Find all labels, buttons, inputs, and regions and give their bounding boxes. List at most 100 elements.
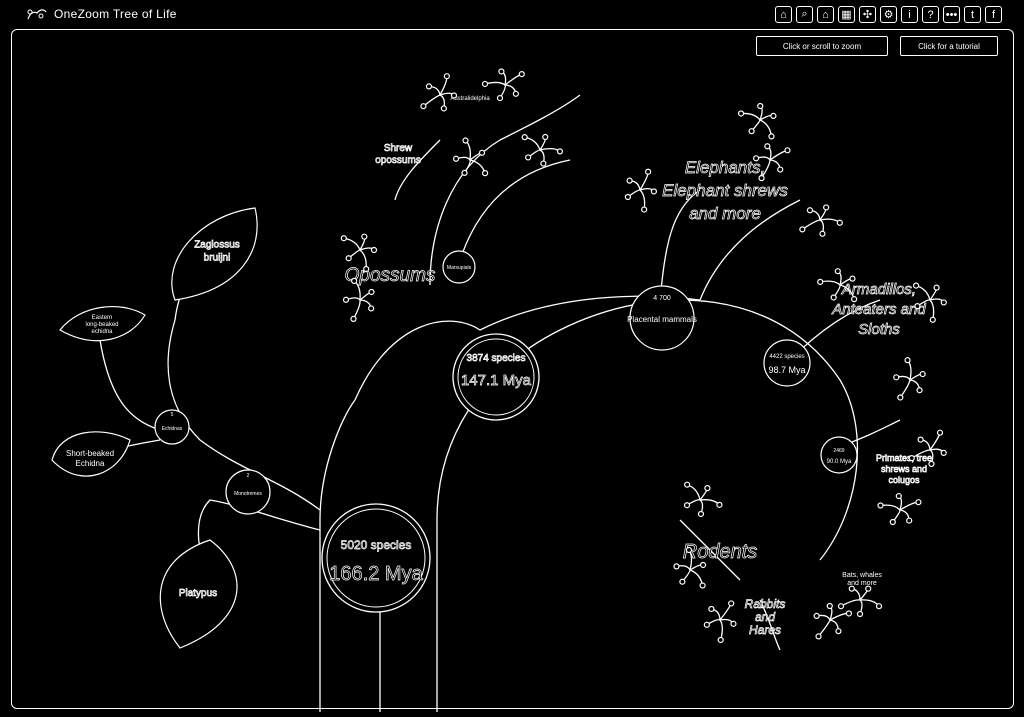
rodents-label[interactable]: Rodents	[682, 541, 758, 564]
more-icon[interactable]: •••	[943, 6, 960, 23]
home-icon[interactable]: ⌂	[775, 6, 792, 23]
root-node-inner-ring	[326, 508, 426, 608]
echidna-node[interactable]	[154, 409, 190, 445]
twig-leaf	[917, 436, 924, 443]
twig-leaf	[521, 134, 528, 141]
glires-node[interactable]	[820, 436, 858, 474]
twig-leaf	[865, 585, 872, 592]
twig-leaf	[916, 387, 923, 394]
glires-count: 2469	[833, 448, 844, 454]
twig-leaf	[717, 636, 724, 644]
grid-icon[interactable]: ▦	[838, 6, 855, 23]
toolbar-icons: ⌂ ⌕ ⌂ ▦ ✣ ⚙ i ? ••• t f	[775, 6, 1002, 23]
tree-viewport[interactable]	[11, 29, 1014, 709]
twig-leaf	[512, 90, 519, 97]
top-bar: OneZoom Tree of Life ⌂ ⌕ ⌂ ▦ ✣ ⚙ i ? •••…	[0, 0, 1024, 30]
twig-leaf	[425, 83, 433, 90]
afrotheria-stem-2	[699, 199, 801, 301]
app-logo[interactable]: OneZoom Tree of Life	[26, 7, 177, 21]
opossums-label[interactable]: Opossums	[344, 265, 436, 287]
info-icon[interactable]: i	[901, 6, 918, 23]
marsupial-label: Marsupials	[447, 265, 472, 271]
short-beaked-leaf[interactable]	[51, 431, 131, 477]
facebook-icon[interactable]: f	[985, 6, 1002, 23]
twig-leaf	[777, 166, 784, 173]
tutorial-hint[interactable]: Click for a tutorial	[900, 36, 998, 56]
twig-leaf	[368, 288, 375, 296]
twig-leaf	[813, 612, 820, 620]
root-age: 166.2 Mya	[329, 563, 423, 585]
twig-leaf	[915, 499, 922, 506]
search-icon[interactable]: ⌕	[796, 6, 813, 23]
platypus-leaf[interactable]	[159, 539, 238, 649]
placental-count: 4 700	[653, 295, 671, 302]
twig-leaf	[904, 357, 911, 364]
label-line: Zaglossus	[194, 240, 240, 251]
twig-leaf	[498, 68, 505, 75]
zoom-hint[interactable]: Click or scroll to zoom	[756, 36, 888, 56]
monotreme-node[interactable]	[225, 469, 271, 515]
twig-leaf	[716, 501, 723, 508]
subtree-clusters	[340, 68, 947, 644]
settings-icon[interactable]: ⚙	[880, 6, 897, 23]
placental-node[interactable]	[629, 285, 695, 351]
label-line: Rabbits	[745, 597, 786, 611]
twig-leaf	[452, 155, 460, 162]
label-line: Sloths	[858, 321, 900, 338]
help-icon[interactable]: ?	[922, 6, 939, 23]
twig-leaf	[737, 110, 745, 117]
long-beaked-leaf[interactable]	[59, 305, 146, 342]
label-line: Opossums	[345, 265, 436, 286]
twig-leaf	[936, 429, 944, 436]
twig-leaf	[849, 275, 856, 282]
label-line: Platypus	[179, 588, 217, 599]
label-line: Armadillos,	[841, 281, 916, 298]
twig-leaf	[462, 137, 469, 144]
twig-leaf	[929, 316, 936, 323]
twig-leaf	[525, 154, 532, 161]
twig-leaf	[679, 578, 686, 585]
echidna-count: 5	[171, 412, 174, 418]
twig-leaf	[933, 284, 940, 291]
theria-branch	[354, 295, 701, 401]
twig-leaf	[826, 602, 833, 610]
twig-leaf	[345, 255, 352, 262]
twig-leaf	[708, 605, 715, 613]
xenarthra-species: 4422 species	[769, 354, 804, 360]
twig-leaf	[481, 80, 489, 88]
twig-leaf	[496, 94, 504, 102]
zaglossus-leaf[interactable]	[171, 207, 258, 301]
twig-leaf	[650, 188, 658, 195]
label-line: Elephants,	[685, 158, 765, 177]
twig-leaf	[363, 265, 370, 273]
puzzle-icon[interactable]: ✣	[859, 6, 876, 23]
label-line: and	[755, 610, 775, 624]
marsupial-node[interactable]	[442, 250, 476, 284]
twig-leaf	[817, 278, 824, 285]
house-icon[interactable]: ⌂	[817, 6, 834, 23]
theria-node[interactable]	[452, 333, 540, 421]
xenarthra-age: 98.7 Mya	[768, 365, 805, 375]
twig-leaf	[684, 481, 691, 488]
marsupial-branch	[429, 94, 581, 286]
twig-leaf	[626, 177, 633, 184]
twig-leaf	[784, 147, 791, 154]
twig-leaf	[443, 73, 450, 80]
twitter-icon[interactable]: t	[964, 6, 981, 23]
xenarthra-node[interactable]	[763, 339, 811, 387]
afrotheria-stem	[659, 189, 701, 301]
label-line: echidna	[91, 329, 113, 335]
root-node[interactable]	[321, 503, 431, 613]
australidelphia-label[interactable]: Australidelphia	[450, 96, 490, 102]
twig-leaf	[906, 517, 913, 524]
twig-leaf	[835, 628, 842, 635]
